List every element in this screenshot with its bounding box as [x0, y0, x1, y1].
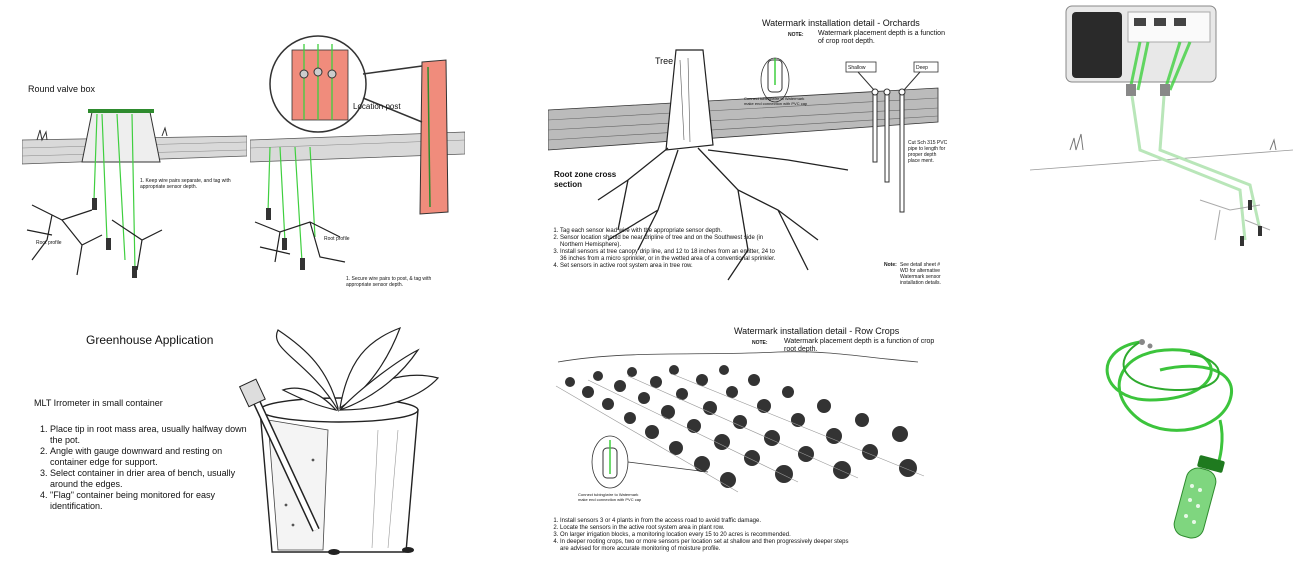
orchards-note2-label: Note:: [884, 262, 897, 268]
orchards-note-text: Watermark placement depth is a function …: [818, 30, 948, 46]
controller-illustration: [1030, 0, 1293, 270]
orchards-step: Install sensors at tree canopy drip line…: [560, 249, 780, 263]
sensor-cable-illustration: [1080, 330, 1270, 550]
label-shallow: Shallow: [848, 65, 866, 71]
rowcrops-note-label: NOTE:: [752, 340, 768, 346]
panel-round-valve-box: Round valve box 1. Keep wire pairs separ…: [22, 70, 247, 290]
panel-row-crops: Watermark installation detail - Row Crop…: [548, 322, 948, 574]
panel-orchards: Watermark installation detail - Orchards…: [548, 10, 948, 302]
panel-sensor-cable: [1080, 330, 1270, 550]
rowcrops-steps: Install sensors 3 or 4 plants in from th…: [550, 518, 850, 553]
label-cut-pipe: Cut Sch 315 PVC pipe to length for prope…: [908, 140, 948, 164]
orchards-note2-text: See detail sheet # WD for alternative Wa…: [900, 262, 948, 286]
label-tree: Tree: [655, 56, 673, 66]
greenhouse-title: Greenhouse Application: [86, 333, 213, 347]
greenhouse-step: Angle with gauge downward and resting on…: [50, 446, 256, 468]
rowcrops-note-text: Watermark placement depth is a function …: [784, 338, 944, 354]
greenhouse-step: "Flag" container being monitored for eas…: [50, 490, 256, 512]
label-location-post: Location post: [353, 102, 401, 111]
rowcrops-step: Locate the sensors in the active root sy…: [560, 525, 850, 532]
greenhouse-steps: Place tip in root mass area, usually hal…: [30, 424, 256, 512]
location-post-illustration: [250, 22, 465, 292]
label-root-profile-left: Root profile: [36, 240, 62, 246]
panel-location-post: Location post Root profile 1. Secure wir…: [250, 22, 465, 292]
post-note: 1. Secure wire pairs to post, & tag with…: [346, 276, 456, 288]
label-round-valve-box: Round valve box: [28, 84, 95, 94]
valve-note: 1. Keep wire pairs separate, and tag wit…: [140, 178, 240, 190]
greenhouse-subtitle: MLT Irrometer in small container: [34, 398, 163, 408]
panel-controller: [1030, 0, 1293, 270]
rowcrops-inset-caption: Connect tubing/wire to Watermark make en…: [578, 492, 648, 502]
panel-greenhouse: Greenhouse Application MLT Irrometer in …: [28, 320, 478, 570]
rowcrops-step: Install sensors 3 or 4 plants in from th…: [560, 518, 850, 525]
rowcrops-step: In deeper rooting crops, two or more sen…: [560, 539, 850, 553]
rowcrops-title: Watermark installation detail - Row Crop…: [734, 326, 899, 336]
rowcrops-step: On larger irrigation blocks, a monitorin…: [560, 532, 850, 539]
label-root-zone: Root zone cross section: [554, 170, 624, 190]
greenhouse-step: Select container in drier area of bench,…: [50, 468, 256, 490]
greenhouse-step: Place tip in root mass area, usually hal…: [50, 424, 256, 446]
label-deep: Deep: [916, 65, 928, 71]
label-root-profile-right: Root profile: [324, 236, 350, 242]
orchards-step: Set sensors in active root system area i…: [560, 263, 780, 270]
orchards-step: Sensor location should be near dripline …: [560, 235, 780, 249]
orchards-title: Watermark installation detail - Orchards: [762, 18, 920, 28]
orchards-step: Tag each sensor lead wire with the appro…: [560, 228, 780, 235]
orchards-steps: Tag each sensor lead wire with the appro…: [550, 228, 780, 270]
orchards-note-label: NOTE:: [788, 32, 804, 38]
orchards-inset-caption: Connect tubing/wire to Watermark make en…: [744, 96, 814, 106]
